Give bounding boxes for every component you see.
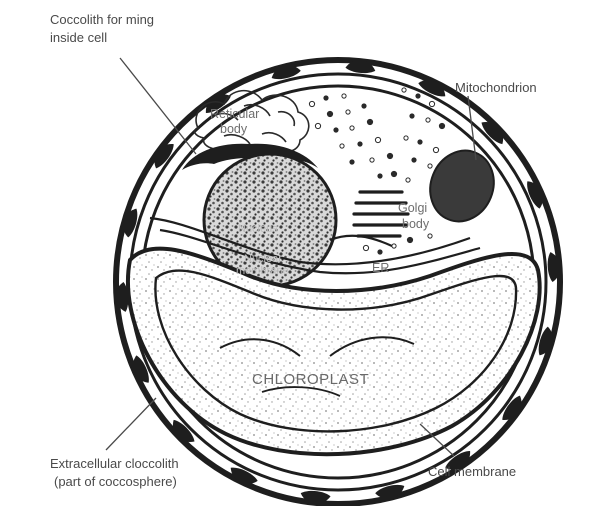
vesicle <box>387 153 392 158</box>
leader-coccolith-inside <box>120 58 196 154</box>
mitochondrion <box>420 141 504 231</box>
vesicle <box>367 119 372 124</box>
label-er: ER <box>372 261 389 275</box>
vesicle <box>375 137 380 142</box>
vesicle <box>309 101 314 106</box>
vesicle <box>350 160 354 164</box>
vesicle <box>426 118 430 122</box>
vesicle <box>412 158 416 162</box>
vesicle <box>439 123 444 128</box>
chloroplast <box>128 249 540 455</box>
label-golgi-line1: Golgi <box>398 201 427 215</box>
label-extracellular-line1: Extracellular cloccolith <box>50 456 179 471</box>
vesicle <box>358 142 362 146</box>
vesicle <box>433 147 438 152</box>
vesicle <box>404 136 408 140</box>
vesicle <box>429 101 434 106</box>
nuclear-membrane-label: membrane <box>236 265 289 277</box>
label-golgi-line2: body <box>402 217 430 231</box>
vesicle <box>406 178 410 182</box>
vesicle <box>416 94 420 98</box>
label-coccolith-forming-line1: Coccolith for ming <box>50 12 154 27</box>
nuclear-label: Nuclear <box>244 253 282 265</box>
label-coccolith-forming-line2: inside cell <box>50 30 107 45</box>
vesicle <box>324 96 328 100</box>
vesicle <box>378 250 382 254</box>
vesicle <box>340 144 344 148</box>
vesicle <box>334 128 338 132</box>
vesicle <box>392 244 396 248</box>
label-mitochondrion: Mitochondrion <box>455 80 537 95</box>
vesicle <box>407 237 412 242</box>
vesicle <box>391 171 396 176</box>
vesicle <box>428 164 432 168</box>
vesicle <box>315 123 320 128</box>
vesicle <box>428 234 432 238</box>
vesicle <box>350 126 354 130</box>
label-cell-membrane: Cell membrane <box>428 464 516 479</box>
vesicle <box>410 114 414 118</box>
label-chloroplast: CHLOROPLAST <box>252 371 369 388</box>
label-extracellular-line2: (part of coccosphere) <box>54 474 177 489</box>
leader-extracellular <box>106 398 156 450</box>
vesicle <box>370 158 374 162</box>
vesicle <box>342 94 346 98</box>
label-reticular-line1: Reticular <box>210 107 259 121</box>
vesicle <box>378 174 382 178</box>
vesicle <box>402 88 406 92</box>
vesicle <box>362 104 366 108</box>
vesicle <box>363 245 368 250</box>
vesicle <box>418 140 422 144</box>
vesicle <box>327 111 332 116</box>
nucleus-label: Nucleus <box>238 223 278 235</box>
label-reticular-line2: body <box>220 122 248 136</box>
vesicle <box>346 110 350 114</box>
